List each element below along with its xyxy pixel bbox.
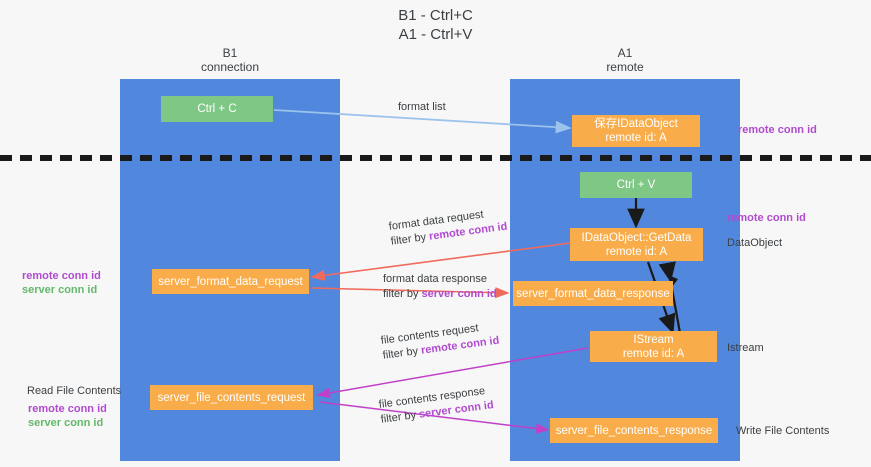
node-save-idataobject[interactable]: 保存IDataObject remote id: A [572,115,700,147]
edge-label-format-data-request-prefix: filter by [390,230,430,248]
node-istream-label: IStream [633,333,674,346]
edge-label-file-contents-response: file contents response filter by server … [378,383,495,428]
edge-label-format-data-response-line1: format data response [383,273,487,285]
column-header-b1: B1 connection [200,46,260,74]
annotation-right-write-file-contents: Write File Contents [736,425,830,437]
annotation-right-dataobject: DataObject [727,237,783,249]
node-getdata-label: IDataObject::GetData [581,231,692,244]
edge-label-format-list-text: format list [398,101,446,113]
annotation-left-remote-conn-id-1: remote conn id [22,270,101,282]
annotation-left-server-conn-id-1: server conn id [22,284,98,296]
edge-label-format-data-response: format data response filter by server co… [383,272,497,302]
annotation-right-istream: Istream [727,342,764,354]
edge-label-format-data-request: format data request filter by remote con… [388,205,508,250]
annotation-left-server-conn-id-2: server conn id [28,417,104,429]
annotation-right-remote-conn-id-2: remote conn id [727,212,806,224]
node-server-file-contents-response[interactable]: server_file_contents_response [550,418,718,443]
node-format-request-label: server_format_data_request [158,275,303,288]
node-server-format-data-response[interactable]: server_format_data_response [513,281,673,306]
node-file-request-label: server_file_contents_request [157,391,306,404]
node-format-response-label: server_format_data_response [516,287,670,300]
node-server-file-contents-request[interactable]: server_file_contents_request [150,385,313,410]
node-save-idataobject-label: 保存IDataObject [594,118,678,130]
column-header-a1: A1 remote [606,46,644,74]
edge-label-file-contents-response-prefix: filter by [380,408,420,426]
node-idataobject-getdata[interactable]: IDataObject::GetData remote id: A [570,228,703,261]
node-file-response-label: server_file_contents_response [555,424,713,437]
annotation-left-read-file-contents: Read File Contents [27,385,122,397]
edge-label-file-contents-request-prefix: filter by [382,344,422,362]
page-title: B1 - Ctrl+C A1 - Ctrl+V [398,7,473,43]
edge-label-format-list: format list [398,100,446,115]
edge-label-format-data-response-key: server conn id [421,288,497,300]
annotation-right-remote-conn-id-1: remote conn id [738,124,817,136]
node-istream[interactable]: IStream remote id: A [590,331,717,362]
edge-label-format-data-response-prefix: filter by [383,288,422,300]
node-ctrl-c-label: Ctrl + C [197,103,237,115]
node-istream-sub: remote id: A [622,347,685,360]
node-server-format-data-request[interactable]: server_format_data_request [152,269,309,294]
section-divider [0,155,871,161]
node-ctrl-v-label: Ctrl + V [616,179,656,191]
edge-label-file-contents-request: file contents request filter by remote c… [380,319,500,364]
node-ctrl-c[interactable]: Ctrl + C [161,96,273,122]
node-save-idataobject-sub: remote id: A [605,132,667,144]
node-getdata-sub: remote id: A [605,245,668,258]
node-ctrl-v[interactable]: Ctrl + V [580,172,692,198]
annotation-left-remote-conn-id-2: remote conn id [28,403,107,415]
